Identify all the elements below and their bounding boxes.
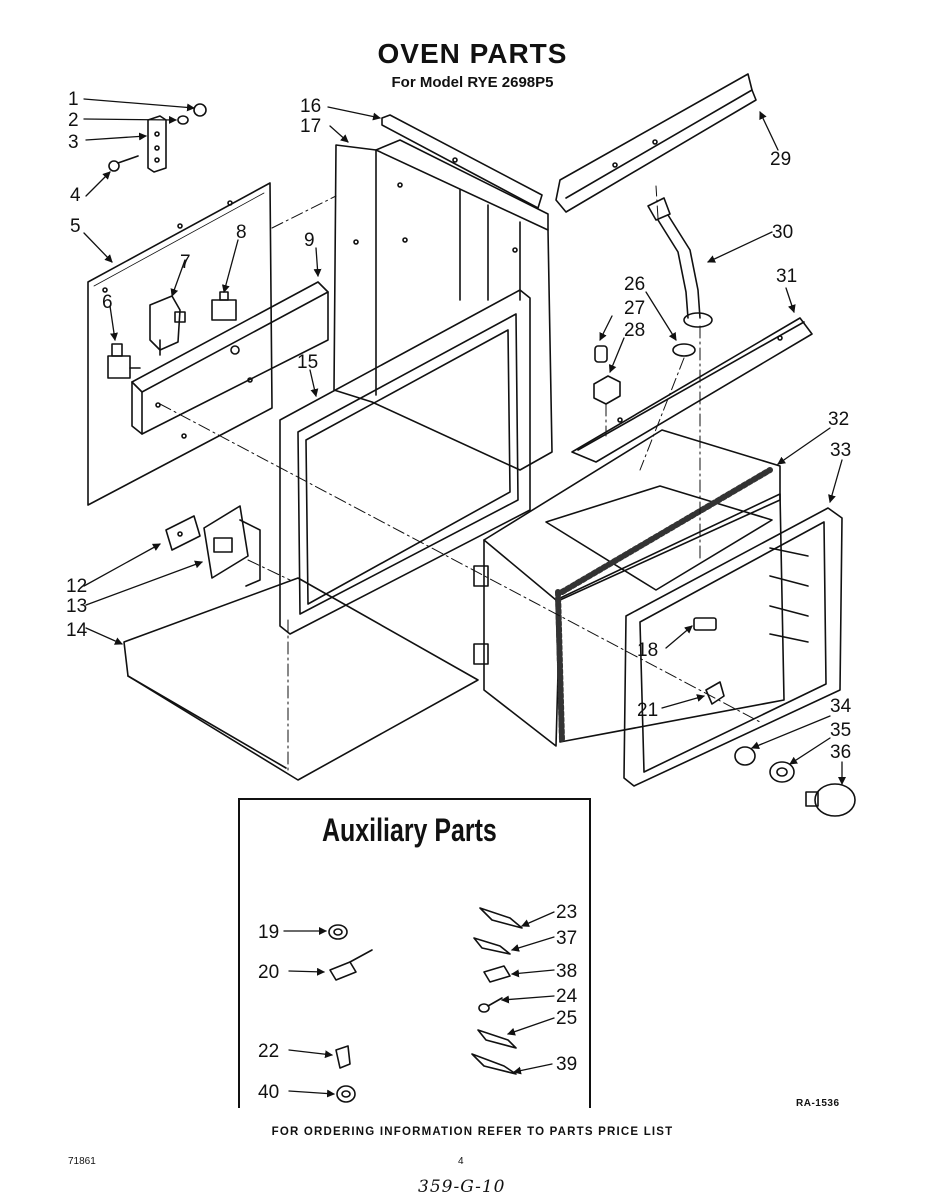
label-33: 33 [830,440,851,461]
label-8: 8 [236,222,247,243]
front-frame-15 [279,289,531,635]
label-7: 7 [180,252,191,273]
page-number: 4 [458,1156,464,1167]
label-29: 29 [770,149,791,170]
aux-label-25: 25 [556,1008,577,1029]
aux-part-24 [478,997,503,1013]
door-frame-33 [623,507,843,787]
label-17: 17 [300,116,321,137]
bracket-9 [131,281,329,435]
label-2: 2 [68,110,79,131]
aux-label-40: 40 [258,1082,279,1103]
label-34: 34 [830,696,852,717]
aux-label-23: 23 [556,902,577,923]
screw-4 [108,155,139,172]
aux-part-40 [336,1085,356,1103]
aux-part-38 [483,965,511,983]
aux-part-23 [479,907,523,929]
oven-cavity-32 [473,429,785,747]
clip-21 [705,681,725,705]
label-12: 12 [66,576,87,597]
label-16: 16 [300,96,321,117]
model-subtitle: For Model RYE 2698P5 [391,74,554,91]
handwritten-note: 359-G-10 [418,1177,506,1197]
assembly-lines [159,185,761,771]
auxiliary-parts-box [238,798,591,1108]
rail-29 [555,73,757,213]
aux-label-22: 22 [258,1041,279,1062]
aux-leader-arrows [283,911,555,1098]
switch-7 [149,295,186,356]
back-panel-5 [87,182,273,506]
bulb-27 [594,345,608,363]
label-30: 30 [772,222,793,243]
drawing-code: RA-1536 [796,1098,840,1109]
socket-28 [593,375,621,405]
cover-26 [672,343,696,357]
label-32: 32 [828,409,849,430]
aux-label-38: 38 [556,961,577,982]
label-14: 14 [66,620,88,641]
switch-6 [107,343,141,379]
label-1: 1 [68,89,79,110]
callout-numbers: 1 2 3 4 5 6 7 8 9 12 13 14 15 16 17 18 2… [66,89,852,763]
ordering-note: FOR ORDERING INFORMATION REFER TO PARTS … [271,1126,674,1138]
label-15: 15 [297,352,318,373]
strip-16 [381,114,543,209]
label-3: 3 [68,132,79,153]
washer-2 [177,115,189,125]
label-28: 28 [624,320,645,341]
aux-callout-numbers: 19 20 22 40 23 37 38 24 25 39 [258,902,578,1103]
bracket-13 [203,505,261,587]
label-9: 9 [304,230,315,251]
label-35: 35 [830,720,851,741]
bulb-36 [805,783,856,817]
terminal-block-3 [147,115,167,173]
label-36: 36 [830,742,851,763]
lens-34 [734,746,756,766]
rail-31 [571,317,813,463]
aux-part-19 [328,924,348,940]
clip-18 [693,617,717,631]
page-title: OVEN PARTS [377,38,568,69]
aux-label-37: 37 [556,928,577,949]
label-4: 4 [70,185,81,206]
label-5: 5 [70,216,81,237]
tube-30 [647,197,713,328]
label-6: 6 [102,292,113,313]
aux-label-24: 24 [556,986,578,1007]
bottom-panel-14 [123,577,479,781]
auxiliary-parts-title: Auxiliary Parts [322,812,497,848]
leader-arrows [83,98,846,785]
label-18: 18 [637,640,658,661]
label-21: 21 [637,700,658,721]
nut-1 [193,103,207,117]
aux-part-25 [477,1029,517,1049]
aux-part-20 [329,949,373,981]
aux-label-39: 39 [556,1054,577,1075]
aux-part-37 [473,937,511,955]
aux-label-20: 20 [258,962,279,983]
plate-12 [165,515,201,551]
socket-35 [769,761,795,783]
aux-label-19: 19 [258,922,279,943]
switch-8 [211,291,237,321]
aux-part-22 [335,1045,351,1069]
label-26: 26 [624,274,645,295]
label-31: 31 [776,266,797,287]
document-number: 71861 [68,1156,96,1167]
label-27: 27 [624,298,645,319]
oven-wall-17 [333,139,553,471]
label-13: 13 [66,596,87,617]
